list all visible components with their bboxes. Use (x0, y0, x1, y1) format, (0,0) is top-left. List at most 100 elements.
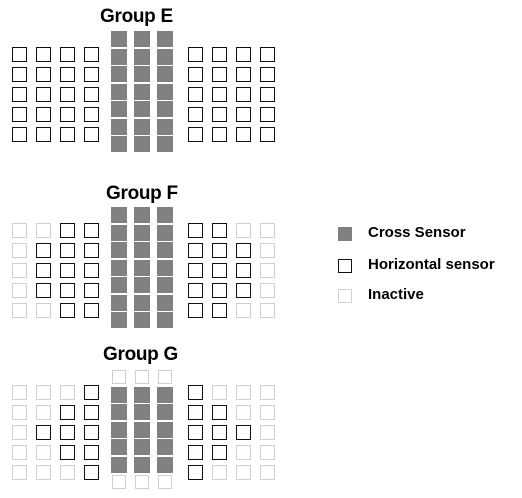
left-horizontal-sensor (36, 47, 51, 62)
left-horizontal-sensor (60, 223, 75, 238)
right-horizontal-sensor (188, 405, 203, 420)
center-cross-sensor (157, 294, 173, 311)
left-horizontal-sensor (84, 283, 99, 298)
right-inactive-sensor (236, 385, 251, 400)
center-cross-sensor (134, 48, 150, 65)
right-inactive-sensor (260, 243, 275, 258)
center-cross-sensor (111, 224, 127, 241)
center-cross-sensor (111, 101, 127, 117)
center-cross-sensor (111, 118, 127, 135)
center-cross-sensor (157, 242, 173, 258)
center-cross-sensor (157, 224, 173, 241)
left-horizontal-sensor (60, 405, 75, 420)
center-cross-sensor (111, 31, 127, 47)
left-horizontal-sensor (60, 303, 75, 318)
left-horizontal-sensor (12, 47, 27, 62)
right-horizontal-sensor (236, 263, 251, 278)
left-horizontal-sensor (60, 127, 75, 142)
right-horizontal-sensor (188, 283, 203, 298)
left-horizontal-sensor (60, 243, 75, 258)
left-horizontal-sensor (84, 445, 99, 460)
right-inactive-sensor (260, 283, 275, 298)
left-horizontal-sensor (84, 223, 99, 238)
center-cross-sensor (157, 312, 173, 328)
left-horizontal-sensor (60, 107, 75, 122)
left-horizontal-sensor (36, 87, 51, 102)
right-horizontal-sensor (260, 107, 275, 122)
left-horizontal-sensor (36, 283, 51, 298)
horizontal-sensor-swatch-icon (338, 259, 352, 273)
center-cross-sensor (111, 421, 127, 438)
right-horizontal-sensor (212, 263, 227, 278)
left-inactive-sensor (12, 223, 27, 238)
right-horizontal-sensor (212, 223, 227, 238)
center-cross-sensor (111, 66, 127, 82)
left-horizontal-sensor (12, 127, 27, 142)
center-cross-sensor (134, 277, 150, 293)
center-cross-sensor (111, 207, 127, 223)
right-horizontal-sensor (188, 425, 203, 440)
center-cross-sensor (157, 136, 173, 152)
right-inactive-sensor (260, 263, 275, 278)
left-inactive-sensor (12, 445, 27, 460)
center-cross-sensor (111, 404, 127, 420)
center-cross-sensor (134, 259, 150, 276)
center-cross-sensor (134, 456, 150, 473)
right-inactive-sensor (260, 445, 275, 460)
right-inactive-sensor (260, 385, 275, 400)
center-cross-sensor (111, 439, 127, 455)
right-horizontal-sensor (212, 67, 227, 82)
center-cross-sensor (134, 224, 150, 241)
left-inactive-sensor (36, 303, 51, 318)
center-cross-sensor (134, 101, 150, 117)
left-inactive-sensor (36, 223, 51, 238)
center-cross-sensor (134, 242, 150, 258)
right-horizontal-sensor (236, 107, 251, 122)
left-horizontal-sensor (36, 425, 51, 440)
left-horizontal-sensor (12, 67, 27, 82)
left-horizontal-sensor (84, 303, 99, 318)
right-inactive-sensor (260, 223, 275, 238)
center-cross-sensor (157, 31, 173, 47)
center-cross-sensor (134, 136, 150, 152)
right-inactive-sensor (212, 465, 227, 480)
legend-item-inactive: Inactive (338, 286, 518, 306)
left-horizontal-sensor (60, 87, 75, 102)
left-horizontal-sensor (84, 405, 99, 420)
center-inactive-sensor (112, 370, 126, 384)
left-horizontal-sensor (36, 107, 51, 122)
right-horizontal-sensor (188, 127, 203, 142)
right-horizontal-sensor (212, 445, 227, 460)
left-horizontal-sensor (12, 107, 27, 122)
right-inactive-sensor (260, 405, 275, 420)
inactive-swatch-icon (338, 289, 352, 303)
left-inactive-sensor (12, 243, 27, 258)
right-inactive-sensor (236, 445, 251, 460)
center-cross-sensor (157, 207, 173, 223)
right-inactive-sensor (236, 303, 251, 318)
left-inactive-sensor (60, 465, 75, 480)
left-horizontal-sensor (84, 47, 99, 62)
right-horizontal-sensor (236, 283, 251, 298)
right-inactive-sensor (236, 223, 251, 238)
center-cross-sensor (134, 294, 150, 311)
left-horizontal-sensor (60, 283, 75, 298)
left-horizontal-sensor (84, 127, 99, 142)
center-cross-sensor (157, 386, 173, 403)
right-horizontal-sensor (212, 127, 227, 142)
center-cross-sensor (134, 83, 150, 100)
left-horizontal-sensor (84, 425, 99, 440)
center-cross-sensor (134, 386, 150, 403)
right-inactive-sensor (236, 465, 251, 480)
center-cross-sensor (111, 83, 127, 100)
left-horizontal-sensor (36, 263, 51, 278)
right-horizontal-sensor (188, 87, 203, 102)
cross-sensor-swatch-icon (338, 227, 352, 241)
center-cross-sensor (157, 101, 173, 117)
left-horizontal-sensor (60, 47, 75, 62)
left-inactive-sensor (12, 263, 27, 278)
center-inactive-sensor (135, 370, 149, 384)
right-horizontal-sensor (188, 107, 203, 122)
left-horizontal-sensor (84, 67, 99, 82)
center-cross-sensor (111, 136, 127, 152)
